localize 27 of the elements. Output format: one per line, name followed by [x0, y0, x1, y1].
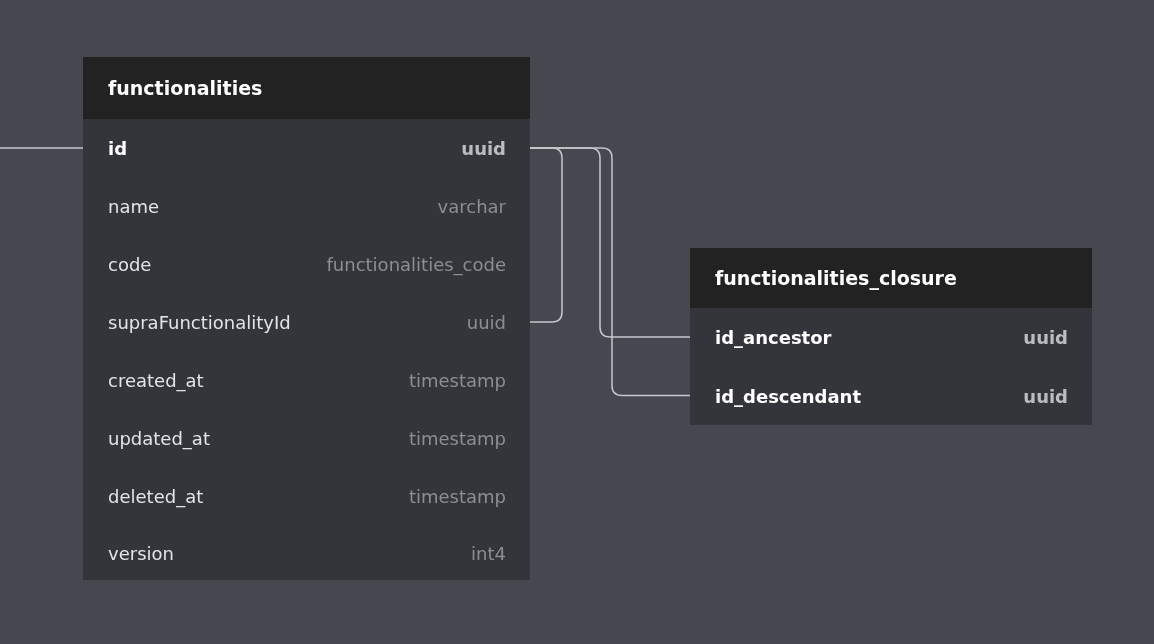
- column-type: timestamp: [408, 369, 506, 391]
- column-name: id: [108, 137, 128, 159]
- column-name: id_descendant: [715, 385, 861, 406]
- table-title: functionalities: [83, 57, 530, 119]
- column-type: uuid: [1023, 385, 1068, 406]
- column-type: varchar: [437, 195, 506, 217]
- column-name: id_ancestor: [715, 326, 832, 348]
- column-name: supraFunctionalityId: [108, 311, 291, 333]
- column-type: uuid: [461, 137, 506, 159]
- column-type: int4: [471, 542, 506, 563]
- column-name: created_at: [108, 369, 204, 391]
- relationship-line: [529, 147, 563, 323]
- column-name: name: [108, 195, 160, 217]
- column-type: functionalities_code: [326, 253, 506, 275]
- table-card: [690, 248, 1092, 425]
- column-type: uuid: [1023, 326, 1068, 348]
- relationship-line: [529, 147, 691, 397]
- column-type: timestamp: [408, 427, 506, 449]
- column-name: code: [108, 253, 152, 275]
- relationship-line: [0, 147, 84, 149]
- column-name: deleted_at: [108, 485, 204, 507]
- table-card: [83, 57, 530, 580]
- column-type: timestamp: [408, 485, 506, 507]
- column-name: updated_at: [108, 427, 210, 449]
- column-type: uuid: [466, 311, 506, 333]
- table-title: functionalities_closure: [690, 248, 1092, 308]
- column-name: version: [108, 542, 174, 563]
